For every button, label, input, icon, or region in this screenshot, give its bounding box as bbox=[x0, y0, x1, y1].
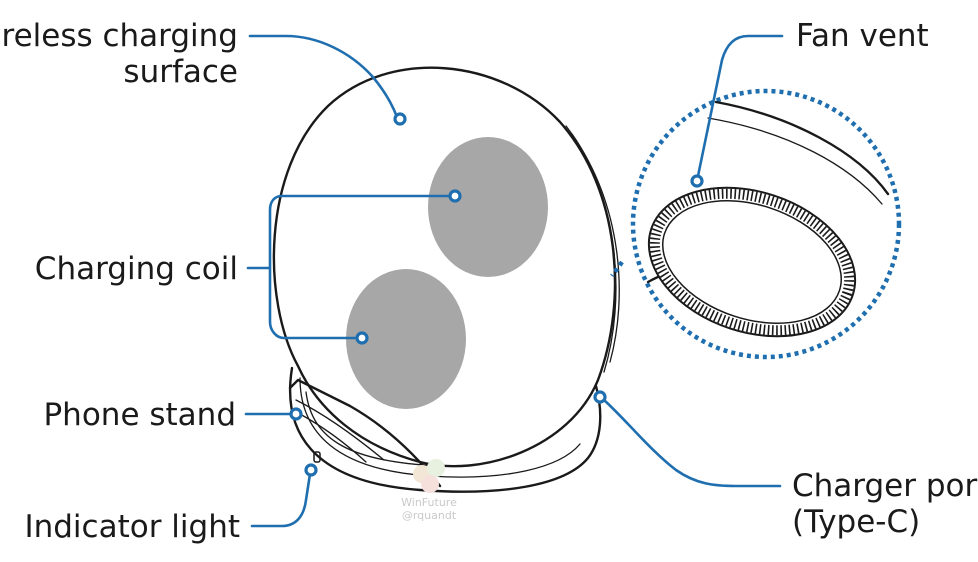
leader-indicator-light bbox=[250, 472, 312, 528]
fan-vent-ring-grille bbox=[649, 188, 855, 336]
label-charging-coil: Charging coil bbox=[35, 251, 238, 287]
zoom-connector bbox=[610, 260, 624, 278]
leader-dot-charger-port bbox=[593, 390, 607, 404]
watermark-logo-dot-3 bbox=[421, 475, 439, 493]
watermark-logo-dot-2 bbox=[427, 459, 445, 477]
leader-dot-indicator bbox=[304, 463, 318, 477]
leader-charger-port bbox=[602, 398, 782, 488]
label-wireless-surface-line2: surface bbox=[123, 54, 238, 90]
leader-wireless-surface bbox=[248, 34, 399, 119]
phone-stand-edge bbox=[295, 399, 385, 461]
watermark: WinFuture @rquandt bbox=[401, 459, 457, 522]
label-charger-port-line2: (Type-C) bbox=[792, 504, 920, 540]
fan-vent-detail bbox=[610, 88, 902, 360]
label-wireless-surface-line1: Wireless charging bbox=[0, 18, 238, 54]
watermark-line2: @rquandt bbox=[402, 509, 457, 522]
leader-dot-phone-stand bbox=[289, 407, 303, 421]
label-charger-port-line1: Charger port bbox=[792, 468, 978, 504]
charging-coil-lower bbox=[346, 269, 466, 409]
charging-coil-upper bbox=[428, 137, 548, 277]
charging-pad-outline bbox=[272, 66, 617, 468]
charging-pad-rim-2 bbox=[571, 133, 620, 363]
leader-dot-fan-vent bbox=[690, 174, 704, 188]
label-fan-vent: Fan vent bbox=[796, 18, 929, 54]
zoom-body-curve-2 bbox=[707, 117, 883, 205]
leader-dot-wireless-surface bbox=[393, 112, 407, 126]
phone-stand-edge-2 bbox=[299, 413, 367, 463]
charging-pad-rim bbox=[565, 125, 617, 373]
leader-lines bbox=[244, 34, 784, 528]
label-indicator-light: Indicator light bbox=[24, 509, 240, 545]
label-phone-stand: Phone stand bbox=[43, 397, 236, 433]
indicator-light bbox=[313, 451, 321, 463]
watermark-line1: WinFuture bbox=[401, 496, 457, 509]
charger-illustration bbox=[272, 66, 620, 493]
leader-fan-vent bbox=[696, 34, 784, 178]
leader-dot-coil-upper bbox=[448, 189, 462, 203]
zoom-body-curve-1 bbox=[714, 100, 890, 196]
fan-vent-ring-inner bbox=[661, 200, 843, 324]
labels: Wireless charging surface Charging coil … bbox=[0, 18, 978, 545]
leader-charging-coil bbox=[246, 194, 455, 340]
leader-dot-coil-lower bbox=[355, 331, 369, 345]
base-ring-outer bbox=[288, 366, 602, 493]
